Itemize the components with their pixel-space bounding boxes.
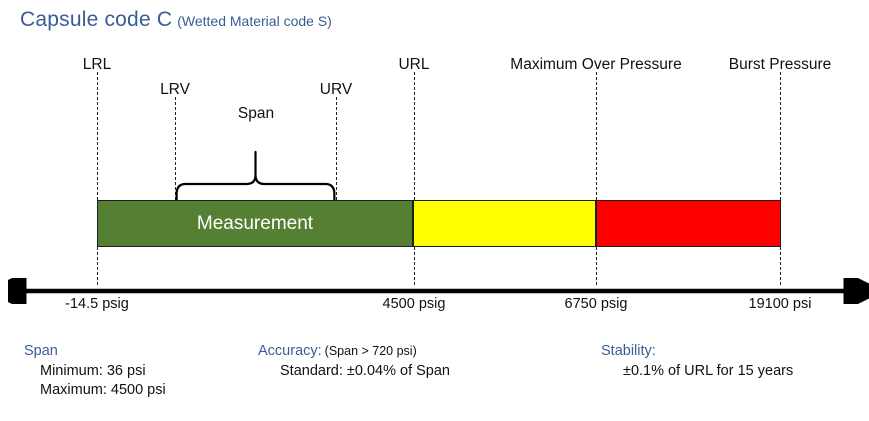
- stability-block: Stability: ±0.1% of URL for 15 years: [601, 342, 793, 379]
- stability-block-line-0: ±0.1% of URL for 15 years: [623, 363, 794, 379]
- accuracy-block: Accuracy:(Span > 720 psi) Standard: ±0.04…: [258, 342, 450, 379]
- accuracy-block-header: Accuracy:: [258, 343, 322, 359]
- accuracy-block-line-0: Standard: ±0.04% of Span: [280, 363, 450, 379]
- accuracy-block-header-row: Accuracy:(Span > 720 psi): [258, 342, 450, 360]
- guide-line-URV: [336, 97, 337, 200]
- page-title: Capsule code C(Wetted Material code S): [20, 8, 332, 32]
- marker-label-burst-pressure: Burst Pressure: [728, 56, 832, 73]
- marker-label-URV: URV: [319, 81, 353, 98]
- guide-line-LRV: [175, 97, 176, 200]
- title-subtitle: (Wetted Material code S): [177, 13, 332, 29]
- span-brace-icon: [175, 150, 336, 200]
- guide-line-URL: [414, 72, 415, 285]
- marker-label-LRL: LRL: [82, 56, 112, 73]
- span-block-line-1: Maximum: 4500 psi: [40, 382, 166, 398]
- guide-line-LRL: [97, 72, 98, 285]
- stability-block-header: Stability:: [601, 343, 656, 359]
- guide-line-burst-pressure: [780, 72, 781, 285]
- span-bracket-label: Span: [237, 105, 275, 122]
- stability-block-header-row: Stability:: [601, 342, 793, 360]
- marker-label-URL: URL: [398, 56, 430, 73]
- axis-tick-url: 4500 psig: [382, 296, 446, 312]
- guide-line-max-over-pressure: [596, 72, 597, 285]
- axis-tick-burst: 19100 psi: [748, 296, 812, 312]
- pressure-axis: [8, 278, 869, 304]
- accuracy-block-header-note: (Span > 720 psi): [324, 344, 417, 358]
- title-main: Capsule code C: [20, 8, 173, 31]
- marker-label-max-over-pressure: Maximum Over Pressure: [510, 56, 682, 73]
- bar-segment-burst-zone[interactable]: [596, 200, 781, 247]
- span-block-line-0: Minimum: 36 psi: [40, 363, 146, 379]
- bar-segment-over-pressure[interactable]: [413, 200, 596, 247]
- span-block-header: Span: [24, 343, 58, 359]
- bar-segment-measurement[interactable]: [97, 200, 413, 247]
- span-block-header-row: Span: [24, 342, 166, 360]
- axis-tick-lrl: -14.5 psig: [65, 296, 129, 312]
- marker-label-LRV: LRV: [160, 81, 190, 98]
- axis-tick-mop: 6750 psig: [564, 296, 628, 312]
